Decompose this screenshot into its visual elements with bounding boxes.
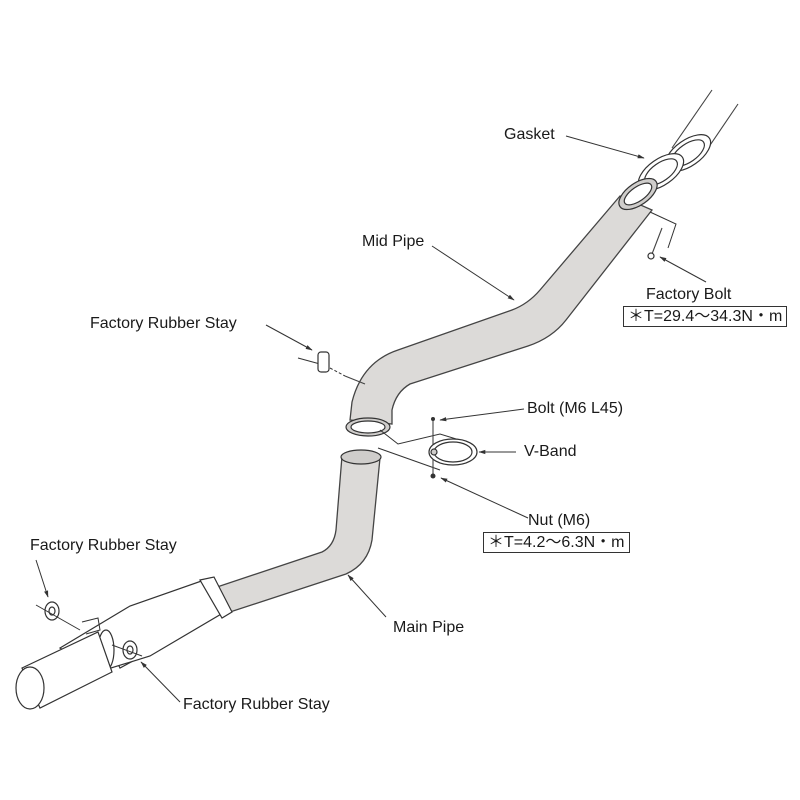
gasket-label: Gasket [504, 126, 555, 143]
nut-torque-spec: ＊T=4.2～6.3N・m [483, 532, 630, 553]
mid-pipe-label: Mid Pipe [362, 233, 425, 250]
lower-rubber-stays-part [35, 601, 143, 660]
mid-pipe-part [345, 177, 658, 437]
factory-bolt-part [647, 211, 677, 260]
leader-lines [35, 135, 707, 703]
upper-rubber-stay-part [297, 351, 366, 385]
factory-bolt-label: Factory Bolt [646, 286, 732, 303]
main-pipe-label: Main Pipe [393, 619, 465, 636]
muffler-part [15, 576, 233, 710]
factory-rubber-stay-left-label: Factory Rubber Stay [30, 537, 177, 554]
nut-label: Nut (M6) [528, 512, 591, 529]
factory-rubber-stay-lower-label: Factory Rubber Stay [183, 696, 330, 713]
main-pipe-part [213, 449, 382, 615]
v-band-label: V-Band [524, 443, 577, 460]
factory-rubber-stay-upper-label: Factory Rubber Stay [90, 315, 237, 332]
bolt-label: Bolt (M6 L45) [527, 400, 624, 417]
factory-bolt-torque-spec: ＊T=29.4～34.3N・m [623, 306, 788, 327]
v-band-part [377, 417, 478, 479]
